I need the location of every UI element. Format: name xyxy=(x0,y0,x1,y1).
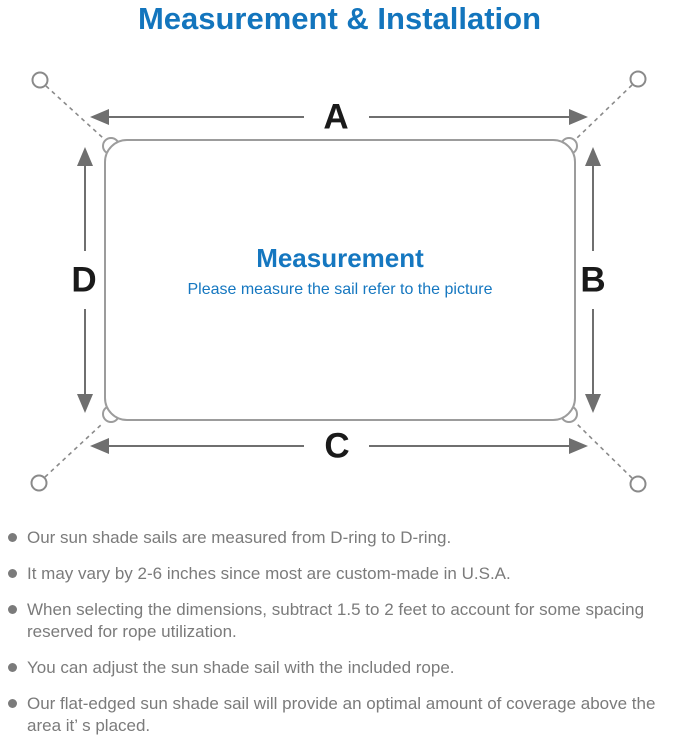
measure-a: A xyxy=(90,98,588,137)
sail-outline xyxy=(104,139,576,421)
bullet-icon xyxy=(8,569,17,578)
d-rings xyxy=(30,70,647,493)
arrow-down-icon xyxy=(585,394,601,413)
notes-list: Our sun shade sails are measured from D-… xyxy=(8,527,675,737)
note-item: Our flat-edged sun shade sail will provi… xyxy=(8,693,675,737)
tie-line-bottom-right xyxy=(576,423,633,479)
dim-label-a: A xyxy=(323,98,348,137)
arrow-left-icon xyxy=(90,109,109,125)
d-ring-top-left-icon xyxy=(31,71,49,89)
dim-label-d: D xyxy=(71,261,96,300)
note-item: Our sun shade sails are measured from D-… xyxy=(8,527,675,549)
arrow-right-icon xyxy=(569,109,588,125)
bullet-icon xyxy=(8,699,17,708)
arrow-up-icon xyxy=(585,147,601,166)
measurement-diagram: A C D B xyxy=(30,70,647,493)
measure-c: C xyxy=(90,427,588,466)
arrow-up-icon xyxy=(77,147,93,166)
tie-line-bottom-left xyxy=(44,423,103,478)
note-item: It may vary by 2-6 inches since most are… xyxy=(8,563,675,585)
dim-label-c: C xyxy=(324,427,349,466)
tie-lines xyxy=(44,84,633,479)
tie-line-top-left xyxy=(45,85,104,139)
note-text: Our flat-edged sun shade sail will provi… xyxy=(27,694,656,735)
dim-label-b: B xyxy=(580,261,605,300)
bullet-icon xyxy=(8,663,17,672)
note-text: When selecting the dimensions, subtract … xyxy=(27,600,645,641)
page-title: Measurement & Installation xyxy=(137,1,542,36)
center-subtitle: Please measure the sail refer to the pic… xyxy=(187,281,493,298)
center-text-block: Measurement Please measure the sail refe… xyxy=(105,243,575,299)
bullet-icon xyxy=(8,605,17,614)
tie-line-top-right xyxy=(576,84,633,139)
notes-section: Our sun shade sails are measured from D-… xyxy=(8,527,675,751)
center-title: Measurement xyxy=(256,243,424,273)
note-text: You can adjust the sun shade sail with t… xyxy=(27,658,455,677)
note-text: It may vary by 2-6 inches since most are… xyxy=(27,564,511,583)
arrow-left-icon xyxy=(90,438,109,454)
d-ring-bottom-left-icon xyxy=(30,474,48,492)
measure-b: B xyxy=(580,147,606,413)
measure-d: D xyxy=(71,147,97,413)
bullet-icon xyxy=(8,533,17,542)
note-item: You can adjust the sun shade sail with t… xyxy=(8,657,675,679)
arrow-down-icon xyxy=(77,394,93,413)
note-text: Our sun shade sails are measured from D-… xyxy=(27,528,452,547)
arrow-right-icon xyxy=(569,438,588,454)
note-item: When selecting the dimensions, subtract … xyxy=(8,599,675,643)
d-ring-top-right-icon xyxy=(629,70,647,88)
d-ring-bottom-right-icon xyxy=(629,475,647,493)
